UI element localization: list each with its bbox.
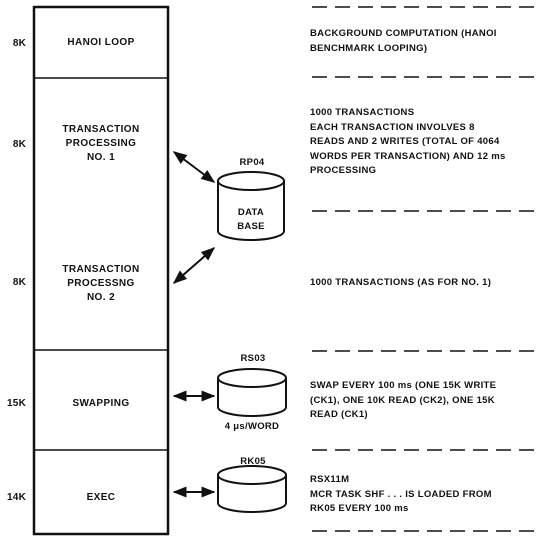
segment-size-tp1: 8K	[12, 139, 26, 150]
note-tp2: 1000 TRANSACTIONS (AS FOR NO. 1)	[310, 277, 492, 288]
arrow-tp1-database	[172, 151, 216, 183]
disk-title-rk05: RK05	[240, 456, 266, 467]
note-separators	[312, 6, 540, 532]
segment-size-swapping: 15K	[7, 398, 26, 409]
note-swapping: SWAP EVERY 100 ms (ONE 15K WRITE (CK1), …	[310, 380, 497, 420]
disk-caption-rs03: 4 μs/WORD	[224, 421, 280, 432]
arrow-tp2-database	[172, 247, 216, 284]
segment-size-exec: 14K	[7, 492, 26, 503]
note-tp1: 1000 TRANSACTIONS EACH TRANSACTION INVOL…	[310, 107, 506, 176]
note-exec: RSX11M MCR TASK SHF . . . IS LOADED FROM…	[310, 474, 492, 514]
segment-label-swapping: SWAPPING	[72, 398, 130, 409]
segment-label-tp1: TRANSACTION PROCESSING NO. 1	[62, 124, 140, 163]
segment-label-exec: EXEC	[86, 492, 116, 503]
rp04-disk-icon	[217, 171, 285, 241]
rk05-disk-icon	[217, 465, 287, 513]
memory-column	[32, 5, 170, 536]
disk-title-rp04: RP04	[239, 157, 265, 168]
disk-title-rs03: RS03	[240, 353, 266, 364]
segment-label-tp2: TRANSACTION PROCESSNG NO. 2	[62, 264, 140, 303]
note-hanoi: BACKGROUND COMPUTATION (HANOI BENCHMARK …	[310, 28, 497, 54]
disk-text-rp04: DATA BASE	[237, 207, 265, 232]
rs03-disk-icon	[217, 368, 287, 417]
segment-size-tp2: 8K	[12, 277, 26, 288]
segment-size-hanoi: 8K	[12, 38, 26, 49]
segment-label-hanoi: HANOI LOOP	[67, 37, 135, 48]
